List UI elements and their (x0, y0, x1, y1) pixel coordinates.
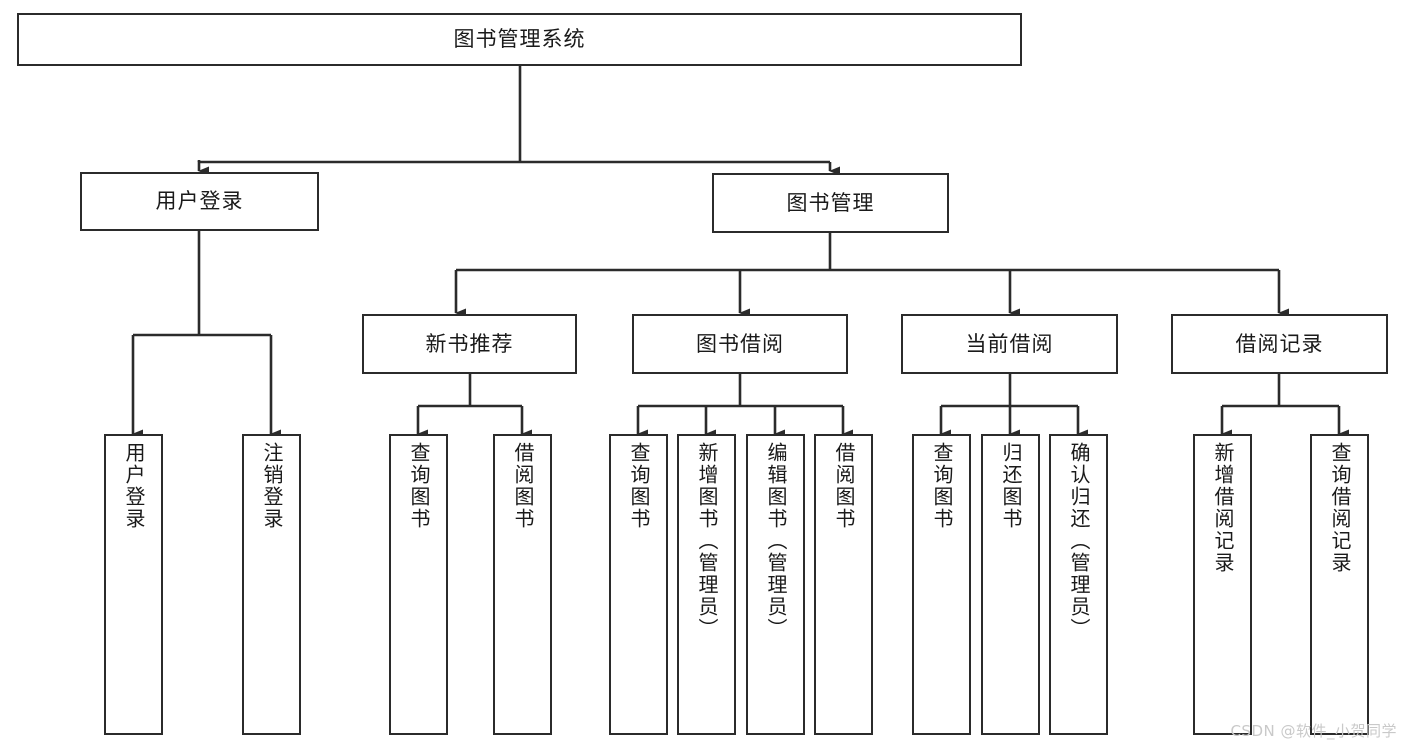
node-book-borrow[interactable]: 图书借阅 (632, 314, 848, 374)
node-leaf-query-record-label: 查询借阅记录 (1328, 442, 1352, 574)
node-leaf-logout-login-label: 注销登录 (260, 442, 284, 530)
node-leaf-user-login-label: 用户登录 (122, 442, 146, 530)
node-borrow-record-label: 借阅记录 (1235, 331, 1324, 356)
node-leaf-borrow-book-1-label: 借阅图书 (511, 442, 535, 530)
node-leaf-query-book-2[interactable]: 查询图书 (609, 434, 668, 735)
node-leaf-confirm-return-label: 确认归还（管理员） (1067, 442, 1091, 640)
node-leaf-add-record-label: 新增借阅记录 (1211, 442, 1235, 574)
node-leaf-query-book-3-label: 查询图书 (930, 442, 954, 530)
node-leaf-logout-login[interactable]: 注销登录 (242, 434, 301, 735)
node-root[interactable]: 图书管理系统 (17, 13, 1022, 66)
node-leaf-borrow-book-2[interactable]: 借阅图书 (814, 434, 873, 735)
node-new-book-recommend-label: 新书推荐 (425, 331, 514, 356)
node-book-manage[interactable]: 图书管理 (712, 173, 949, 233)
csdn-watermark: CSDN @软件_小贺同学 (1230, 722, 1397, 740)
node-leaf-edit-book-label: 编辑图书（管理员） (764, 442, 788, 640)
node-leaf-edit-book[interactable]: 编辑图书（管理员） (746, 434, 805, 735)
node-new-book-recommend[interactable]: 新书推荐 (362, 314, 577, 374)
node-leaf-return-book[interactable]: 归还图书 (981, 434, 1040, 735)
node-user-login-label: 用户登录 (155, 189, 244, 214)
node-leaf-add-book[interactable]: 新增图书（管理员） (677, 434, 736, 735)
node-leaf-borrow-book-2-label: 借阅图书 (832, 442, 856, 530)
node-current-borrow-label: 当前借阅 (965, 331, 1054, 356)
node-leaf-query-book-3[interactable]: 查询图书 (912, 434, 971, 735)
node-leaf-query-book-2-label: 查询图书 (627, 442, 651, 530)
node-leaf-query-book-1-label: 查询图书 (407, 442, 431, 530)
node-leaf-confirm-return[interactable]: 确认归还（管理员） (1049, 434, 1108, 735)
node-leaf-query-record[interactable]: 查询借阅记录 (1310, 434, 1369, 735)
node-current-borrow[interactable]: 当前借阅 (901, 314, 1118, 374)
node-book-borrow-label: 图书借阅 (696, 331, 784, 356)
node-leaf-return-book-label: 归还图书 (999, 442, 1023, 530)
node-borrow-record[interactable]: 借阅记录 (1171, 314, 1388, 374)
node-leaf-query-book-1[interactable]: 查询图书 (389, 434, 448, 735)
node-root-label: 图书管理系统 (453, 27, 586, 52)
node-leaf-add-record[interactable]: 新增借阅记录 (1193, 434, 1252, 735)
node-leaf-borrow-book-1[interactable]: 借阅图书 (493, 434, 552, 735)
node-book-manage-label: 图书管理 (786, 190, 875, 215)
node-leaf-user-login[interactable]: 用户登录 (104, 434, 163, 735)
node-leaf-add-book-label: 新增图书（管理员） (695, 442, 719, 640)
node-user-login[interactable]: 用户登录 (80, 172, 319, 231)
